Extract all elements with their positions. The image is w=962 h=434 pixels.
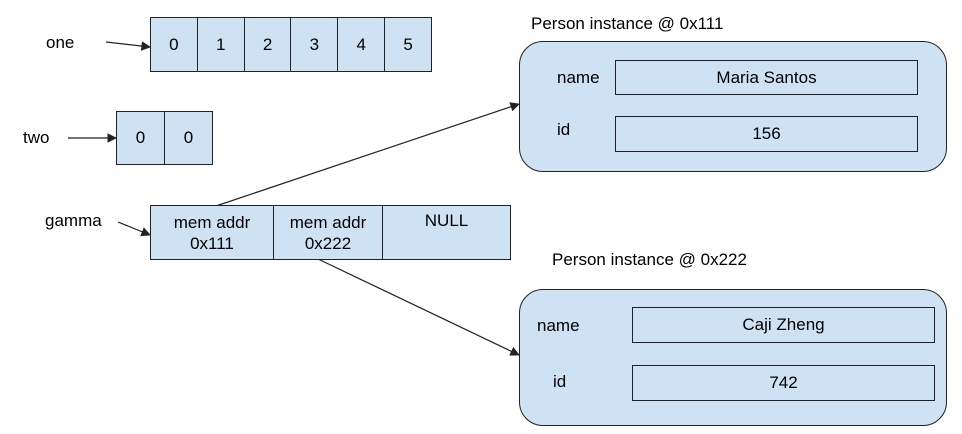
array-one-cell: 2	[245, 18, 292, 71]
gamma-cell-address: 0x222	[304, 233, 352, 253]
array-one-cell: 1	[198, 18, 245, 71]
label-one: one	[46, 33, 75, 52]
gamma-cell-text: NULL	[424, 211, 469, 230]
field-label-id: id	[557, 120, 571, 139]
array-one-cell: 4	[338, 18, 386, 71]
field-value-id: 156	[615, 116, 918, 152]
array-one-cell: 3	[291, 18, 339, 71]
arrow-gamma-0x111	[209, 102, 520, 209]
array-two-cell: 0	[183, 128, 194, 147]
arrow-gamma	[117, 221, 151, 237]
field-value-name: Maria Santos	[615, 60, 918, 95]
array-gamma: mem addr 0x111 mem addr 0x222 NULL	[150, 205, 511, 260]
gamma-cell-text: mem addr	[173, 212, 251, 232]
array-two: 0 0	[116, 111, 213, 165]
field-value-id: 742	[632, 365, 935, 401]
label-gamma: gamma	[45, 211, 102, 230]
field-value-name: Caji Zheng	[632, 307, 935, 343]
array-gamma-cell: mem addr 0x111	[151, 206, 274, 259]
gamma-cell-text: mem addr	[289, 212, 367, 232]
array-gamma-cell: NULL	[383, 206, 510, 259]
array-one-cell: 5	[403, 34, 413, 54]
person-instance-0x222: name Caji Zheng id 742	[519, 289, 947, 426]
field-label-name: name	[557, 68, 600, 87]
gamma-cell-address: 0x111	[190, 233, 234, 253]
instance-title: Person instance @ 0x111	[531, 14, 724, 33]
label-two: two	[23, 128, 50, 147]
array-two-cell: 0	[117, 112, 165, 164]
array-gamma-cell: mem addr 0x222	[274, 206, 383, 259]
array-one: 0 1 2 3 4 5	[150, 17, 432, 72]
array-one-cell: 0	[151, 18, 198, 71]
person-instance-0x111: name Maria Santos id 156	[519, 41, 947, 172]
field-label-id: id	[553, 372, 567, 391]
instance-title: Person instance @ 0x222	[552, 250, 747, 269]
arrow-gamma-0x222	[317, 258, 520, 356]
field-label-name: name	[537, 316, 580, 335]
arrow-one	[105, 41, 151, 51]
